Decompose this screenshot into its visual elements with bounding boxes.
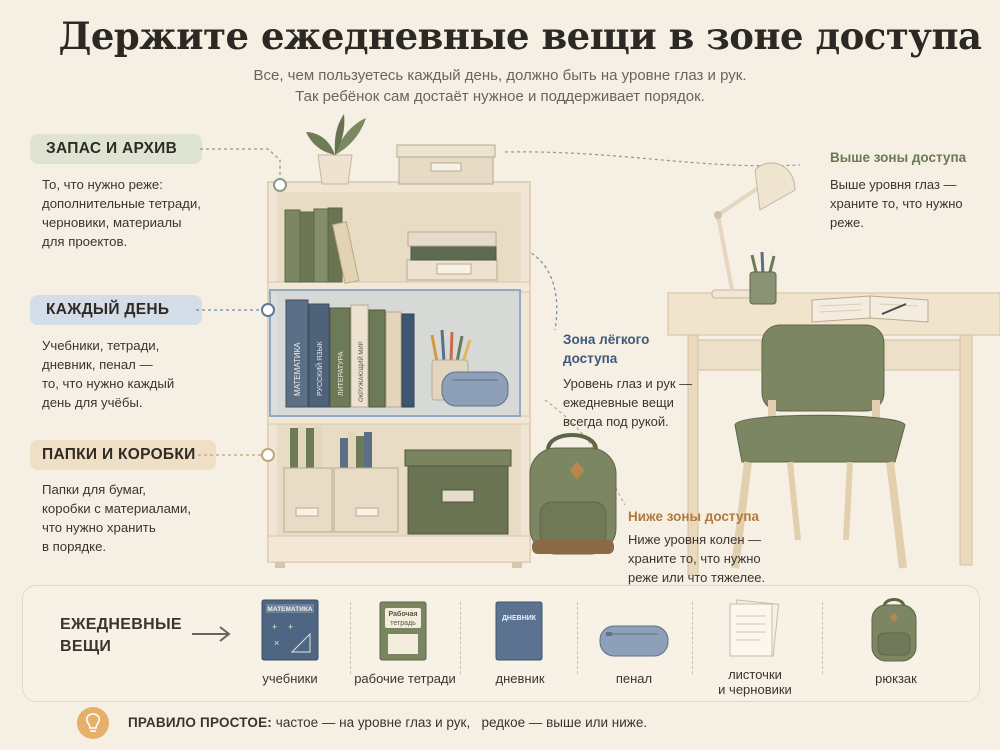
item-separator — [692, 602, 693, 674]
zone-below-title: Ниже зоны доступа — [628, 509, 760, 524]
label-archive-desc: То, что нужно реже: дополнительные тетра… — [42, 175, 201, 251]
item-separator — [460, 602, 461, 674]
top-shelf-books — [284, 207, 498, 285]
label-line: и черновики — [718, 682, 792, 697]
zone-line: Уровень глаз и рук — — [563, 376, 693, 391]
zone-below: Ниже зоны доступа Ниже уровня колен — хр… — [628, 507, 788, 587]
magazine-files — [283, 426, 399, 533]
textbook-cover-text: МАТЕМАТИКА — [267, 606, 312, 613]
item-label-backpack: рюкзак — [875, 671, 917, 686]
zone-above-title: Выше зоны доступа — [830, 150, 967, 165]
item-label-pencil-case: пенал — [615, 671, 653, 686]
workbook-cover-text: тетрадь — [390, 620, 416, 627]
pencil-case — [441, 371, 509, 407]
zone-line: всегда под рукой. — [563, 414, 669, 429]
desc-line: черновики, материалы — [42, 215, 182, 230]
zone-easy-text: Уровень глаз и рук — ежедневные вещи все… — [563, 374, 703, 431]
backpack-icon — [871, 598, 917, 662]
subtitle-line-1: Все, чем пользуетесь каждый день, должно… — [253, 67, 747, 84]
item-label-textbooks: учебники — [262, 671, 318, 686]
item-label-workbooks: рабочие тетради — [354, 671, 456, 686]
room-illustration: МАТЕМАТИКА РУССКИЙ ЯЗЫК ЛИТЕРАТУРА ОКРУЖ… — [196, 114, 1000, 576]
label-every-day: КАЖДЫЙ ДЕНЬ — [30, 295, 202, 325]
svg-text:×: × — [274, 638, 279, 648]
heading-line: ВЕЩИ — [60, 638, 112, 655]
diary-cover-text: ДНЕВНИК — [502, 615, 537, 622]
zone-easy-title: Зона лёгкого доступа — [563, 330, 703, 368]
zone-above-text: Выше уровня глаз — храните то, что нужно… — [830, 175, 990, 232]
label-every-day-desc: Учебники, тетради, дневник, пенал — то, … — [42, 336, 174, 412]
rule-text-line: ПРАВИЛО ПРОСТОЕ: частое — на уровне глаз… — [128, 715, 647, 730]
zone-easy: Зона лёгкого доступа Уровень глаз и рук … — [563, 330, 703, 431]
connector-dot — [261, 448, 275, 462]
zone-line: Выше уровня глаз — — [830, 177, 957, 192]
desc-line: что нужно хранить — [42, 520, 156, 535]
zone-line: храните то, что нужно — [628, 551, 761, 566]
label-folders-boxes: ПАПКИ И КОРОБКИ — [30, 440, 216, 470]
item-separator — [822, 602, 823, 674]
desk-lamp — [711, 162, 796, 299]
label-archive: ЗАПАС И АРХИВ — [30, 134, 202, 164]
textbook-icon: МАТЕМАТИКА + + × — [261, 599, 319, 661]
desc-line: То, что нужно реже: — [42, 177, 163, 192]
item-label-diary: дневник — [495, 671, 545, 686]
desc-line: коробки с материалами, — [42, 501, 192, 516]
desc-line: для проектов. — [42, 234, 128, 249]
connector-dot — [273, 178, 287, 192]
label-folders-desc: Папки для бумаг, коробки с материалами, … — [42, 480, 191, 556]
zone-title-line: Зона лёгкого — [563, 332, 650, 347]
paper-sheets-icon — [729, 599, 780, 657]
subtitle-line-2: Так ребёнок сам достаёт нужное и поддерж… — [295, 88, 705, 105]
item-separator — [350, 602, 351, 674]
book-spine-label: МАТЕМАТИКА — [293, 342, 302, 396]
desc-line: Учебники, тетради, — [42, 338, 160, 353]
zone-line: реже. — [830, 215, 864, 230]
zone-line: ежедневные вещи — [563, 395, 674, 410]
pen-holder — [749, 251, 777, 305]
desc-line: дневник, пенал — — [42, 357, 153, 372]
workbook-icon: Рабочая тетрадь — [379, 601, 427, 661]
zone-above: Выше зоны доступа Выше уровня глаз — хра… — [830, 148, 990, 232]
lightbulb-icon — [77, 707, 109, 739]
desc-line: Папки для бумаг, — [42, 482, 146, 497]
svg-text:+: + — [272, 622, 277, 632]
zone-line: храните то, что нужно — [830, 196, 963, 211]
daily-items-heading: ЕЖЕДНЕВНЫЕ ВЕЩИ — [60, 614, 182, 658]
arrow-right-icon — [192, 626, 231, 642]
zone-title-line: доступа — [563, 351, 618, 366]
book-spine-label: РУССКИЙ ЯЗЫК — [315, 340, 324, 396]
open-notebook — [811, 295, 929, 323]
connector-dot — [261, 303, 275, 317]
heading-line: ЕЖЕДНЕВНЫЕ — [60, 616, 182, 633]
item-separator — [577, 602, 578, 674]
svg-text:+: + — [288, 622, 293, 632]
book-spine-label: ЛИТЕРАТУРА — [338, 351, 345, 396]
desc-line: день для учёбы. — [42, 395, 143, 410]
middle-shelf-books: МАТЕМАТИКА РУССКИЙ ЯЗЫК ЛИТЕРАТУРА ОКРУЖ… — [285, 299, 415, 408]
zone-below-text: Ниже уровня колен — храните то, что нужн… — [628, 530, 788, 587]
desc-line: дополнительные тетради, — [42, 196, 201, 211]
chair — [731, 324, 907, 569]
plant-pot — [306, 114, 366, 185]
rule-text: частое — на уровне глаз и рук, редкое — … — [275, 715, 648, 730]
workbook-cover-text: Рабочая — [389, 610, 418, 618]
item-label-sheets: листочки и черновики — [700, 667, 810, 697]
label-line: листочки — [728, 667, 782, 682]
diary-icon: ДНЕВНИК — [495, 601, 543, 661]
book-spine-label: ОКРУЖАЮЩИЙ МИР — [357, 341, 365, 402]
storage-box-olive — [404, 449, 512, 535]
pencil-case-icon — [599, 625, 669, 657]
desc-line: в порядке. — [42, 539, 107, 554]
page-title: Держите ежедневные вещи в зоне доступа — [58, 14, 982, 58]
backpack-illustration — [529, 433, 617, 555]
desc-line: то, что нужно каждый — [42, 376, 175, 391]
zone-line: реже или что тяжелее. — [628, 570, 766, 585]
rule-title: ПРАВИЛО ПРОСТОЕ: — [128, 715, 273, 730]
storage-box-top — [396, 144, 496, 185]
zone-line: Ниже уровня колен — — [628, 532, 762, 547]
